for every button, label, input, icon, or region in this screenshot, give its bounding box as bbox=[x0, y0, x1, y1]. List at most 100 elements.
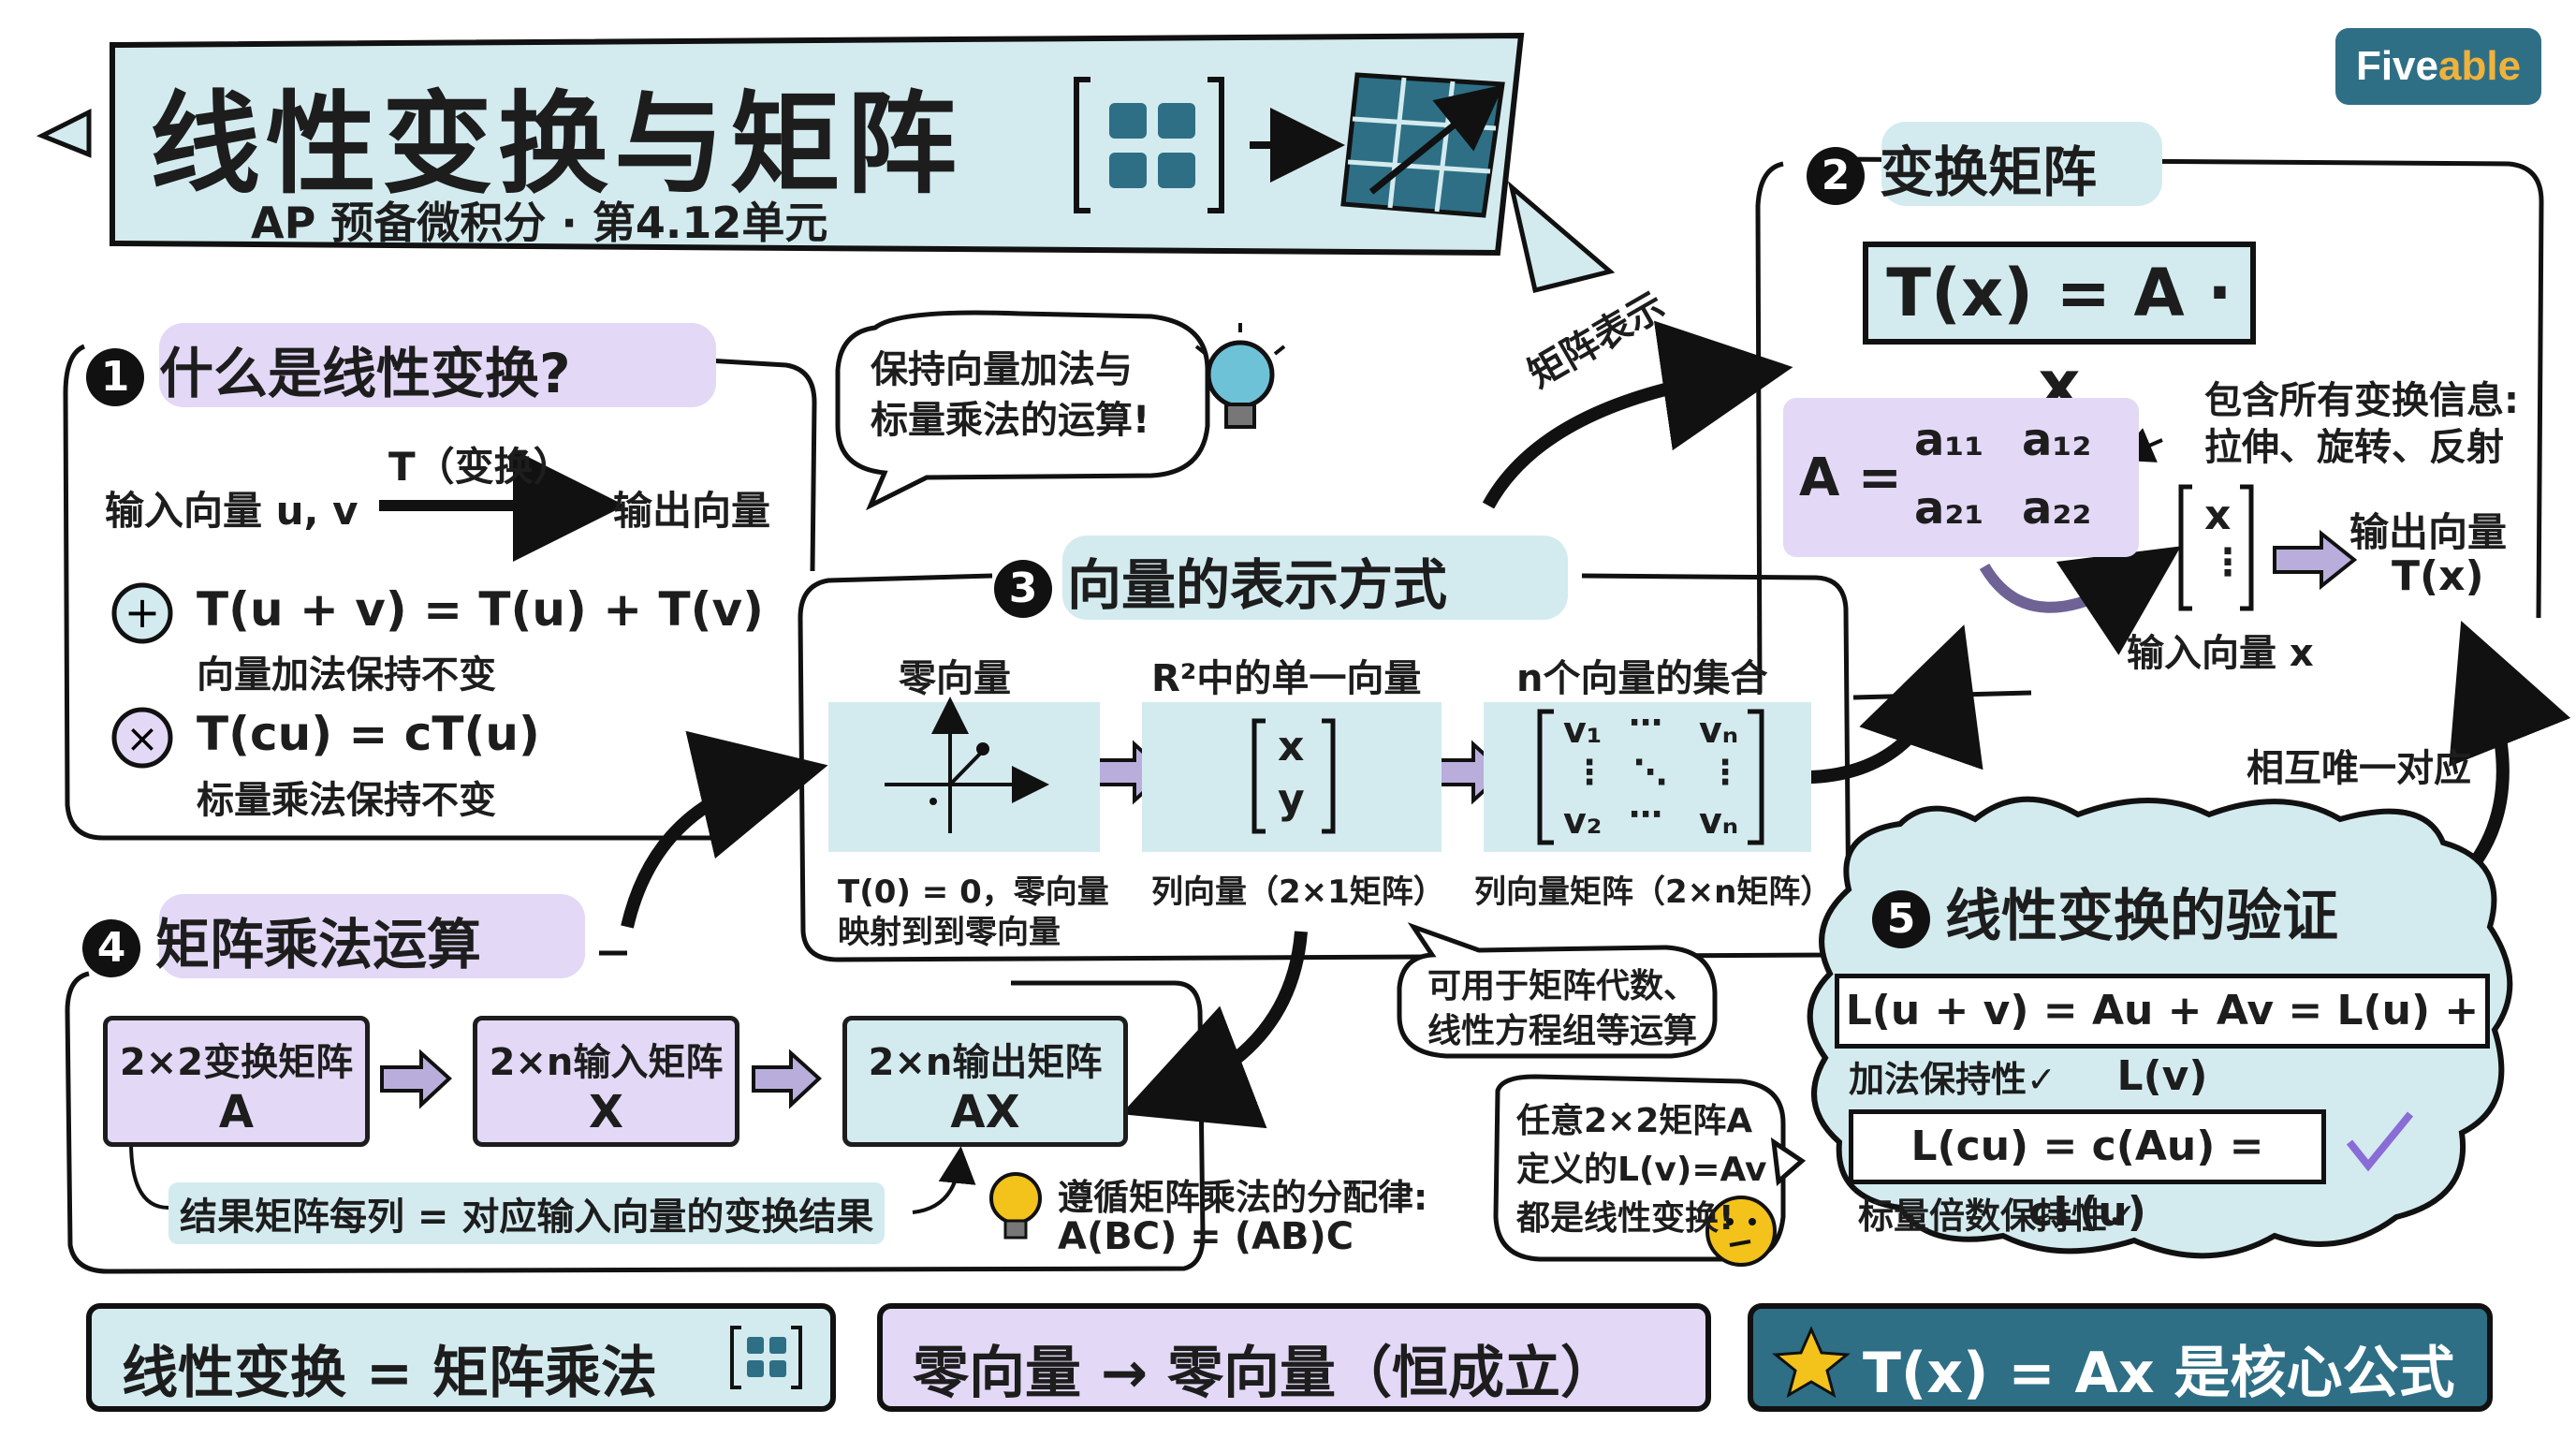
section2-frame-left bbox=[1755, 161, 1784, 694]
speech-bubble-mid bbox=[1397, 922, 1718, 1059]
x-bracket-left bbox=[2178, 484, 2192, 611]
s3-v1: v₁ bbox=[1563, 710, 1603, 751]
s4-box3-line2: AX bbox=[950, 1086, 1020, 1138]
s2-title-pill bbox=[1881, 122, 2162, 206]
lightbulb-icon-small bbox=[989, 1172, 1042, 1240]
s2-output-arrow bbox=[2273, 529, 2358, 591]
s3-dots-diag: ⋱ bbox=[1633, 754, 1667, 792]
question-bubble-line1: 任意2×2矩阵A bbox=[1516, 1102, 1753, 1140]
section1-frame bbox=[63, 344, 711, 841]
s4-title: 矩阵乘法运算 bbox=[155, 913, 482, 976]
s4-box2-line1: 2×n输入矩阵 bbox=[489, 1041, 724, 1084]
arrow-s3-to-s2-lower bbox=[1792, 624, 1983, 785]
banner-tail-right bbox=[1507, 181, 1616, 294]
title-banner bbox=[110, 32, 1525, 257]
s1-output-label: 输出向量 bbox=[613, 488, 771, 534]
thinking-face-icon bbox=[1705, 1196, 1777, 1267]
s5-eq-additivity: L(u + v) = Au + Av = L(u) + L(v) bbox=[1835, 974, 2490, 1100]
section1-frame-right bbox=[706, 358, 817, 572]
s4-number: 4 bbox=[82, 918, 140, 977]
s3-vn2: vₙ bbox=[1699, 800, 1739, 842]
s3-vec-y: y bbox=[1278, 775, 1305, 823]
s4-box-input-matrix: 2×n输入矩阵 X bbox=[473, 1016, 739, 1147]
s3-vn: vₙ bbox=[1699, 710, 1739, 751]
s1-title: 什么是线性变换? bbox=[159, 342, 571, 405]
s2-output-line2: T(x) bbox=[2392, 552, 2484, 600]
footer-core-formula: T(x) = Ax 是核心公式 bbox=[1863, 1341, 2455, 1406]
s3-single-title: R²中的单一向量 bbox=[1151, 657, 1422, 700]
s2-header: 2 变换矩阵 bbox=[1807, 128, 2097, 207]
vector-bracket-left bbox=[1251, 718, 1266, 834]
s2-a21: a₂₁ bbox=[1914, 482, 1984, 535]
s3-header: 3 向量的表示方式 bbox=[994, 541, 1447, 620]
section2-frame bbox=[1834, 156, 2544, 619]
s2-formula: T(x) = A · x bbox=[1863, 242, 2256, 423]
s2-x-vector-dots: ⋮ bbox=[2209, 541, 2247, 584]
svg-text:×: × bbox=[125, 715, 158, 761]
s5-eq-additivity-note: 加法保持性✓ bbox=[1849, 1059, 2056, 1100]
s3-title: 向量的表示方式 bbox=[1067, 553, 1448, 617]
s1-rule-homogeneity-note: 标量乘法保持不变 bbox=[197, 779, 496, 822]
s3-panel-single bbox=[1142, 702, 1442, 852]
s3-zero-caption1: T(0) = 0，零向量 bbox=[838, 873, 1109, 911]
section4-frame bbox=[65, 971, 1206, 1274]
star-icon bbox=[1772, 1326, 1851, 1399]
s3-number: 3 bbox=[994, 559, 1052, 618]
s4-box1-line1: 2×2变换矩阵 bbox=[119, 1041, 354, 1084]
s4-title-pill bbox=[159, 894, 585, 978]
matrix-icon bbox=[1074, 77, 1224, 213]
s4-tip-line1: 遵循矩阵乘法的分配律: bbox=[1058, 1177, 1428, 1218]
bubble-top-text: 保持向量加法与 标量乘法的运算! bbox=[871, 345, 1149, 446]
section3-frame bbox=[798, 573, 1852, 962]
footer-box-2 bbox=[877, 1303, 1711, 1412]
logo-text-five: Five bbox=[2355, 43, 2438, 89]
s3-title-pill bbox=[1062, 536, 1568, 620]
s2-note-line1: 包含所有变换信息: bbox=[2204, 379, 2519, 422]
page-subtitle: AP 预备微积分 · 第4.12单元 bbox=[251, 198, 828, 248]
bubble-mid-line1: 可用于矩阵代数、 bbox=[1427, 967, 1698, 1005]
footer-zero-vector: 零向量 → 零向量（恒成立） bbox=[913, 1341, 1617, 1406]
s3-zero-caption2: 映射到到零向量 bbox=[838, 914, 1061, 951]
fiveable-logo[interactable]: Fiveable bbox=[2335, 28, 2541, 105]
s3-panel-zero bbox=[828, 702, 1100, 852]
s4-arrow-2 bbox=[752, 1049, 822, 1109]
s2-number: 2 bbox=[1807, 146, 1865, 205]
arrow-s3-to-s2 bbox=[1482, 320, 1793, 509]
grid-transform-icon bbox=[1340, 72, 1505, 218]
plus-circle-icon bbox=[111, 582, 173, 644]
s3-dots-left: ⋮ bbox=[1573, 754, 1606, 792]
question-bubble-line2: 定义的L(v)=Av bbox=[1516, 1151, 1767, 1189]
s4-arrow-1 bbox=[380, 1049, 452, 1109]
s1-rule-homogeneity: T(cu) = cT(u) bbox=[197, 707, 540, 761]
s5-title: 线性变换的验证 bbox=[1945, 884, 2338, 949]
banner-tail-left bbox=[36, 108, 92, 158]
speech-bubble-top bbox=[835, 310, 1210, 511]
s4-box-output-matrix: 2×n输出矩阵 AX bbox=[842, 1016, 1128, 1147]
s3-dots-top: ⋯ bbox=[1629, 704, 1662, 742]
bubble-mid-line2: 线性方程组等运算 bbox=[1427, 1012, 1698, 1050]
s4-box1-line2: A bbox=[218, 1086, 255, 1138]
s3-dots-right: ⋮ bbox=[1708, 754, 1742, 792]
s2-a-label: A = bbox=[1799, 448, 1902, 508]
s2-x-vector-top: x bbox=[2204, 492, 2232, 539]
question-bubble-text: 任意2×2矩阵A 定义的L(v)=Av 都是线性变换! bbox=[1516, 1097, 1767, 1243]
arrow-s5-to-s2 bbox=[2449, 620, 2571, 865]
s3-zero-title: 零向量 bbox=[899, 657, 1011, 700]
footer-matrix-icon bbox=[730, 1326, 802, 1389]
s1-rule-additivity-note: 向量加法保持不变 bbox=[197, 653, 496, 697]
s5-check-mark bbox=[2346, 1111, 2414, 1172]
s1-rule-additivity: T(u + v) = T(u) + T(v) bbox=[197, 582, 764, 637]
s5-eq-homogeneity: L(cu) = c(Au) = cL(u) bbox=[1849, 1109, 2326, 1236]
s2-title: 变换矩阵 bbox=[1880, 140, 2098, 204]
vector-bracket-right bbox=[1322, 718, 1336, 834]
coordinate-axes-icon bbox=[885, 697, 1049, 833]
svg-text:+: + bbox=[124, 587, 161, 638]
s3-set-title: n个向量的集合 bbox=[1516, 657, 1768, 700]
bubble-mid-text: 可用于矩阵代数、 线性方程组等运算 bbox=[1427, 964, 1697, 1054]
s2-a11: a₁₁ bbox=[1914, 414, 1984, 466]
s4-header: 4 矩阵乘法运算 bbox=[82, 901, 481, 979]
s1-input-label: 输入向量 u, v bbox=[105, 488, 359, 534]
